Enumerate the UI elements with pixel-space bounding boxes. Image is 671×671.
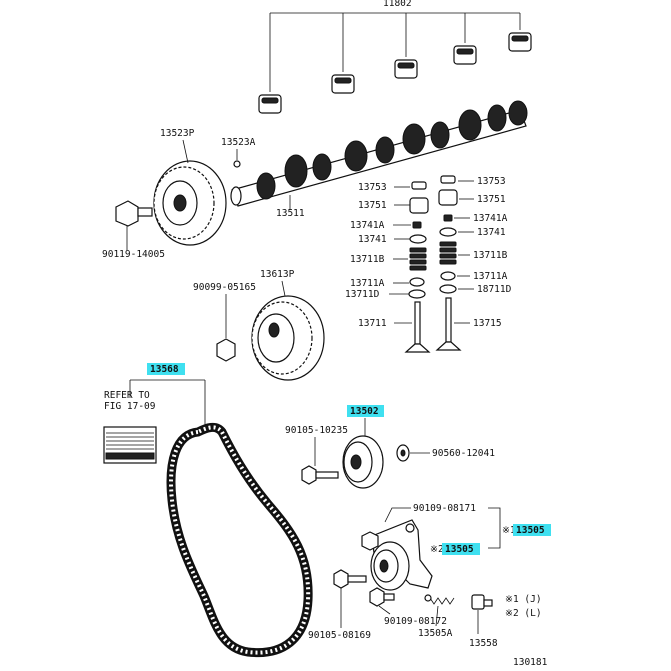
- lifter-right[interactable]: [438, 189, 458, 206]
- shim-left[interactable]: [411, 181, 427, 190]
- label-camshaft[interactable]: 13511: [276, 208, 305, 219]
- label-tensioner-bolt-top[interactable]: 90109-08171: [413, 503, 476, 514]
- label-tensioner-1[interactable]: 13505: [516, 525, 545, 536]
- highlight-tensioner-1: [513, 524, 551, 536]
- bearing-half-1[interactable]: [258, 94, 282, 114]
- label-tensioner-bolt-low[interactable]: 90109-08172: [384, 616, 447, 627]
- seal-left[interactable]: [408, 289, 426, 299]
- label-spring-right[interactable]: 13711B: [473, 250, 508, 261]
- label-lower-pulley-bolt[interactable]: 90099-05165: [193, 282, 256, 293]
- bearing-leader-lines: [269, 12, 521, 92]
- bracket-tensioner-marks: [488, 507, 501, 549]
- label-tensioner-spring[interactable]: 13505A: [418, 628, 453, 639]
- idler-pulley[interactable]: [342, 435, 384, 489]
- legend-mark-1[interactable]: ※1 (J): [505, 594, 542, 605]
- lower-cam-pulley[interactable]: [251, 295, 325, 381]
- valve-train-right: 13753 13751 13741A 13741 13711B 13711A 1…: [435, 175, 512, 351]
- leader-tensioner-bolt-low: [378, 605, 391, 615]
- label-retainer-right[interactable]: 13741: [477, 227, 506, 238]
- label-upper-pulley-bolt[interactable]: 90119-14005: [102, 249, 165, 260]
- label-spring-left[interactable]: 13711B: [350, 254, 385, 265]
- label-seal-right[interactable]: 18711D: [477, 284, 512, 295]
- label-idler-bolt[interactable]: 90105-10235: [285, 425, 348, 436]
- leader-timing-belt: [129, 379, 206, 425]
- retainer-right[interactable]: [439, 227, 457, 237]
- bearing-half-2[interactable]: [331, 74, 355, 94]
- upper-cam-pulley[interactable]: [153, 160, 227, 246]
- tensioner-spring[interactable]: [424, 594, 455, 605]
- bearing-half-4[interactable]: [453, 45, 477, 65]
- tensioner-bolt-low[interactable]: [369, 587, 395, 607]
- tensioner-stud[interactable]: [471, 594, 493, 610]
- timing-belt[interactable]: [166, 422, 313, 658]
- label-idler-pulley[interactable]: 13502: [350, 406, 379, 417]
- label-refer-fig[interactable]: FIG 17-09: [104, 401, 156, 412]
- tensioner-bolt-bottom[interactable]: [333, 569, 367, 589]
- label-mark-1[interactable]: ※1: [502, 525, 516, 536]
- idler-washer[interactable]: [396, 444, 410, 462]
- label-retainer-left[interactable]: 13741: [358, 234, 387, 245]
- lower-pulley-bolt[interactable]: [216, 338, 236, 362]
- label-mark-2[interactable]: ※2: [430, 544, 444, 555]
- label-valve-exhaust[interactable]: 13715: [473, 318, 502, 329]
- label-tensioner-2[interactable]: 13505: [445, 544, 474, 555]
- highlight-timing-belt: [147, 363, 185, 375]
- bearing-half-3[interactable]: [394, 59, 418, 79]
- label-tensioner-stud[interactable]: 13558: [469, 638, 498, 649]
- label-refer-to[interactable]: REFER TO: [104, 390, 150, 401]
- keeper-left[interactable]: [412, 221, 422, 229]
- bearing-set-group: 11802: [258, 0, 532, 114]
- label-lifter-right[interactable]: 13751: [477, 194, 506, 205]
- spring-right[interactable]: [439, 241, 457, 265]
- label-pin[interactable]: 13523A: [221, 137, 256, 148]
- belt-reference-box[interactable]: [103, 426, 157, 464]
- label-idler-washer[interactable]: 90560-12041: [432, 448, 495, 459]
- highlight-tensioner-2: [442, 543, 480, 555]
- label-keeper-left[interactable]: 13741A: [350, 220, 385, 231]
- label-seat-right[interactable]: 13711A: [473, 271, 508, 282]
- lifter-left[interactable]: [409, 197, 429, 214]
- idler-bolt[interactable]: [301, 465, 339, 485]
- legend-mark-2[interactable]: ※2 (L): [505, 608, 542, 619]
- bearing-half-5[interactable]: [508, 32, 532, 52]
- valve-train-left: 13753 13751 13741A 13741 13711B 13711A 1…: [345, 181, 431, 353]
- leader-lower-cam-pulley: [281, 280, 286, 297]
- highlight-idler-pulley: [347, 405, 384, 417]
- valve-intake[interactable]: [404, 301, 431, 353]
- keeper-right[interactable]: [443, 214, 453, 222]
- label-seat-left[interactable]: 13711A: [350, 278, 385, 289]
- label-tensioner-bolt-bottom[interactable]: 90105-08169: [308, 630, 371, 641]
- leader-tensioner-spring: [435, 605, 439, 627]
- valve-exhaust[interactable]: [435, 297, 462, 351]
- upper-pulley-bolt[interactable]: [115, 200, 153, 227]
- seat-right[interactable]: [440, 271, 456, 281]
- label-seal-left[interactable]: 13711D: [345, 289, 380, 300]
- label-shim-right[interactable]: 13753: [477, 176, 506, 187]
- label-timing-belt[interactable]: 13568: [150, 364, 179, 375]
- leader-upper-cam-pulley: [182, 139, 189, 164]
- label-keeper-right[interactable]: 13741A: [473, 213, 508, 224]
- shim-right[interactable]: [440, 175, 456, 184]
- tensioner-assembly[interactable]: [361, 519, 433, 591]
- retainer-left[interactable]: [409, 234, 427, 244]
- label-shim-left[interactable]: 13753: [358, 182, 387, 193]
- label-lifter-left[interactable]: 13751: [358, 200, 387, 211]
- seat-left[interactable]: [409, 277, 425, 287]
- pin-part[interactable]: [233, 160, 241, 168]
- seal-right[interactable]: [439, 284, 457, 294]
- camshaft[interactable]: [230, 100, 528, 207]
- label-valve-intake[interactable]: 13711: [358, 318, 387, 329]
- label-bearing-set[interactable]: 11802: [383, 0, 412, 9]
- label-upper-cam-pulley[interactable]: 13523P: [160, 128, 195, 139]
- spring-left[interactable]: [409, 247, 427, 271]
- leader-tensioner-bolt-top: [384, 507, 411, 523]
- figure-id: 130181: [513, 657, 548, 668]
- label-lower-cam-pulley[interactable]: 13613P: [260, 269, 295, 280]
